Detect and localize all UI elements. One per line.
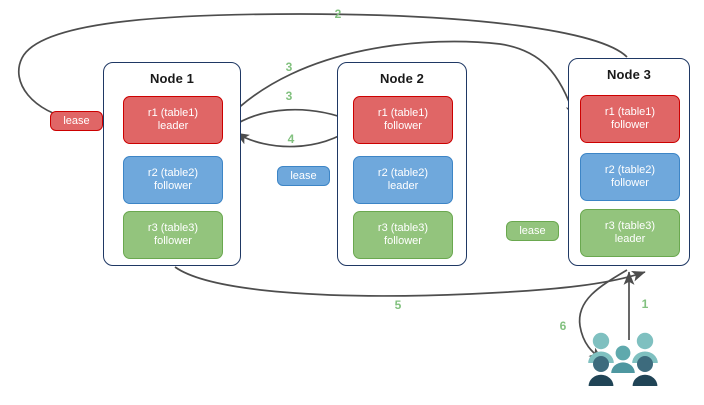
edge-label-3a: 3 [285, 60, 293, 74]
replica-n2r3[interactable]: r3 (table3) follower [353, 211, 453, 259]
node-card-node3[interactable]: Node 3 r1 (table1) follower r2 (table2) … [568, 58, 690, 266]
users-group-glyph [588, 332, 658, 386]
edge-label-6: 6 [559, 319, 567, 333]
replica-line1: r3 (table3) [604, 219, 656, 232]
replica-line1: r2 (table2) [377, 166, 429, 179]
replica-line1: r3 (table3) [147, 221, 199, 234]
edge-label-3b: 3 [285, 89, 293, 103]
replica-line2: follower [384, 235, 422, 247]
replica-n2r2[interactable]: r2 (table2) leader [353, 156, 453, 204]
replica-n3r3[interactable]: r3 (table3) leader [580, 209, 680, 257]
edge-5-path [174, 266, 646, 297]
edge-label-1: 1 [641, 297, 649, 311]
users-group-icon[interactable] [585, 330, 661, 388]
replica-n1r3[interactable]: r3 (table3) follower [123, 211, 223, 259]
edge-label-5: 5 [394, 298, 402, 312]
replica-line2: leader [387, 180, 419, 192]
replica-line2: follower [611, 177, 649, 189]
replica-line1: r2 (table2) [604, 163, 656, 176]
replica-n2r1[interactable]: r1 (table1) follower [353, 96, 453, 144]
replica-line1: r3 (table3) [377, 221, 429, 234]
replica-line1: r1 (table1) [604, 105, 656, 118]
lease-badge-green[interactable]: lease [506, 221, 559, 241]
replica-line2: follower [384, 120, 422, 132]
replica-n1r2[interactable]: r2 (table2) follower [123, 156, 223, 204]
replica-line2: leader [614, 233, 646, 245]
node-title: Node 1 [150, 71, 194, 86]
replica-n3r2[interactable]: r2 (table2) follower [580, 153, 680, 201]
edge-label-2: 2 [334, 7, 342, 21]
lease-badge-blue[interactable]: lease [277, 166, 330, 186]
node-card-node1[interactable]: Node 1 r1 (table1) leader r2 (table2) fo… [103, 62, 241, 266]
edge-label-4: 4 [287, 132, 295, 146]
replica-line1: r1 (table1) [147, 106, 199, 119]
replica-n3r1[interactable]: r1 (table1) follower [580, 95, 680, 143]
replica-line1: r2 (table2) [147, 166, 199, 179]
replica-line2: leader [157, 120, 189, 132]
node-title: Node 3 [607, 67, 651, 82]
replica-line1: r1 (table1) [377, 106, 429, 119]
replica-line2: follower [611, 119, 649, 131]
replica-line2: follower [154, 180, 192, 192]
edge-3b-path [229, 108, 353, 129]
lease-badge-red[interactable]: lease [50, 111, 103, 131]
node-card-node2[interactable]: Node 2 r1 (table1) follower r2 (table2) … [337, 62, 467, 266]
replica-n1r1[interactable]: r1 (table1) leader [123, 96, 223, 144]
node-title: Node 2 [380, 71, 424, 86]
replica-line2: follower [154, 235, 192, 247]
